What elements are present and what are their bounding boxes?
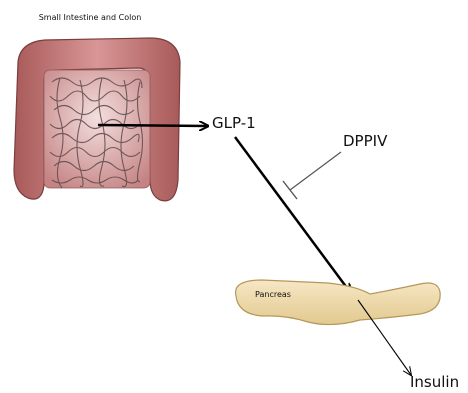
dppiv-label: DPPIV: [343, 133, 387, 150]
intestine-to-glp1-arrow: [98, 125, 207, 126]
intestine-icon: [14, 38, 180, 201]
pancreas-icon: [236, 280, 441, 325]
dppiv-inhibition-line: [283, 152, 341, 199]
glp1-label: GLP-1: [212, 115, 256, 132]
glp1-to-pancreas-arrow: [235, 137, 350, 292]
pancreas-label: Pancreas: [255, 291, 291, 300]
insulin-label: Insulin: [410, 374, 459, 391]
intestine-label: Small Intestine and Colon: [30, 12, 150, 23]
